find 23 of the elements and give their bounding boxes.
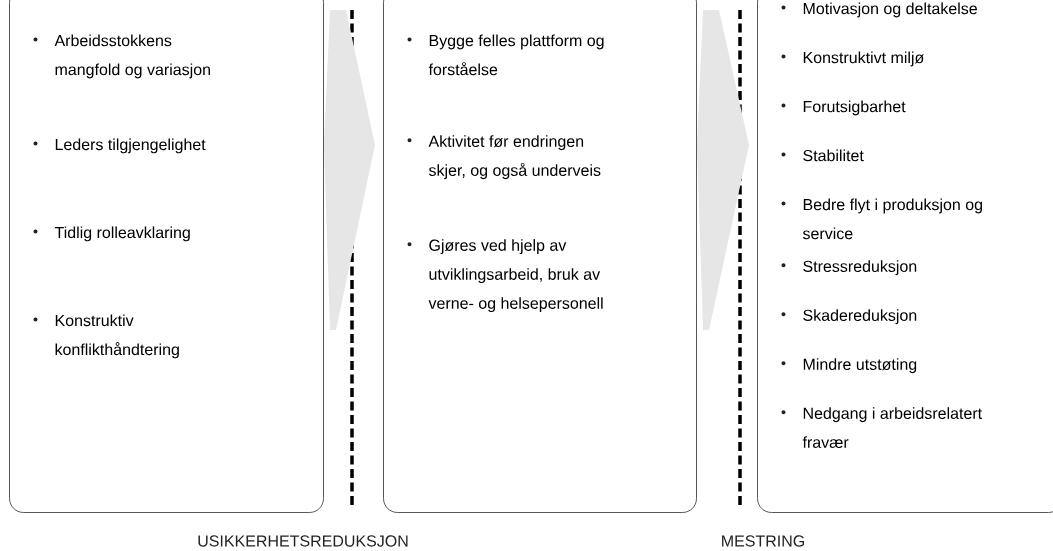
list-item: Stressreduksjon [803,260,917,276]
list-item: Aktivitet før endringen skjer, og også underveis [428,135,601,180]
list-item: Motivasjon og deltakelse [803,2,977,18]
list-box [757,0,1053,513]
phase-label: MESTRING [722,535,805,547]
list-item: Stabilitet [803,149,864,162]
list-item: Bedre flyt i produksjon og service [802,198,982,240]
list-item: Leders tilgjengelighet [55,138,206,154]
list-item: Konstruktivt miljø [803,51,924,67]
phase-label: USIKKERHETSREDUKSJON [198,535,408,547]
chevron-arrow [697,10,749,330]
list-item: Konstruktiv konflikthåndtering [55,314,179,359]
list-item: Bygge felles plattform og forståelse [428,34,604,76]
list-box [9,0,324,513]
list-item: Forutsigbarhet [803,100,906,116]
list-box [383,0,697,513]
list-item: Tidlig rolleavklaring [54,226,190,242]
list-item: Mindre utstøting [803,358,917,374]
list-item: Arbeidsstokkens mangfold og variasjon [54,34,210,79]
list-item: Nedgang i arbeidsrelatert fravær [802,407,982,448]
list-item: Skadereduksjon [803,309,917,325]
chevron-arrow [324,10,375,330]
list-item: Gjøres ved hjelp av utviklingsarbeid, bruk av verne- og helsepersonell [428,239,603,313]
